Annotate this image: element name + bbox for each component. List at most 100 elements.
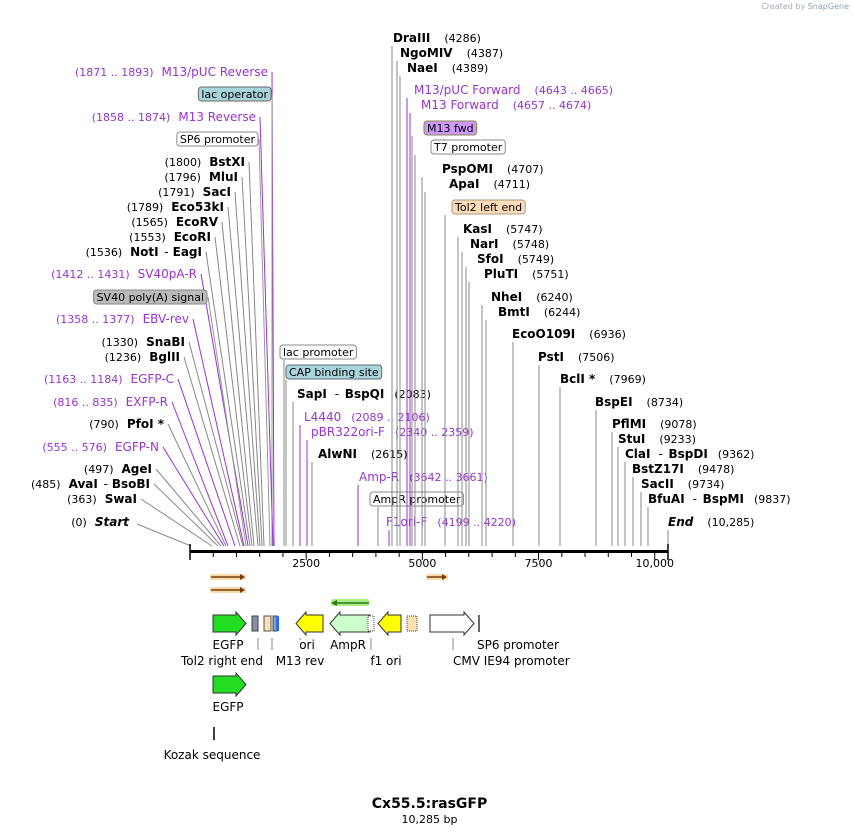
primer-leader-exfp-r — [171, 401, 229, 547]
enzyme-swai: SwaI — [105, 492, 137, 506]
feature-cap-binding-site: CAP binding site — [289, 366, 379, 379]
snapgene-credit: Created by SnapGene — [761, 2, 849, 11]
start-leader — [136, 523, 192, 547]
enzyme-bspdi: BspDI — [668, 447, 707, 461]
enzyme-leader-swai — [140, 498, 213, 547]
enzyme-position-swai: (363) — [67, 493, 97, 506]
enzyme-bstxi: BstXI — [209, 155, 245, 169]
enzyme-clai: ClaI — [625, 447, 650, 461]
feature-sv40-poly-a-signal-box — [93, 289, 208, 305]
feature-leader-sp6-promoter — [258, 138, 271, 547]
feature-sv40-poly-a-signal: SV40 poly(A) signal — [97, 291, 204, 304]
primer-leader-m13-reverse — [259, 116, 274, 547]
enzyme-bspei: BspEI — [595, 395, 633, 409]
enzyme-draiii: DraIII — [393, 31, 430, 45]
enzyme-bstz17i: BstZ17I — [632, 462, 684, 476]
enzyme-position-bspei: (8734) — [647, 396, 684, 409]
feature-leader-sv40-poly-a-signal — [207, 296, 247, 547]
enzyme-position-pflmi: (9078) — [660, 418, 697, 431]
enzyme-position-saci: (1791) — [158, 186, 195, 199]
m13-rev-block — [276, 616, 279, 631]
primer-egfp-c: EGFP-C — [131, 372, 174, 386]
feature-label-sp6-promoter: SP6 promoter — [477, 638, 559, 652]
end-position: (10,285) — [707, 516, 754, 529]
enzyme-position-ecoo109i: (6936) — [589, 328, 626, 341]
feature-ampr-promoter: AmpR promoter — [373, 493, 461, 506]
enzyme-avai: AvaI — [69, 477, 98, 491]
primer-leader-sv40pa-r — [200, 273, 249, 547]
enzyme-sapi: SapI — [297, 387, 327, 401]
plasmid-title: Cx55.5:rasGFP — [371, 796, 488, 812]
enzyme-position-naei: (4389) — [452, 62, 489, 75]
enzyme-ecoo109i: EcoO109I — [512, 327, 575, 341]
enzyme-bcli-: BclI * — [560, 372, 596, 386]
enzyme-position-kasi: (5747) — [506, 223, 543, 236]
feature-t7-promoter-box — [430, 139, 506, 155]
ruler-label: 7500 — [525, 557, 553, 570]
enzyme-position-bfuai: (9837) — [754, 493, 791, 506]
enzyme-position-bcli-: (7969) — [609, 373, 646, 386]
feature-label-cmv-ie94-promoter: CMV IE94 promoter — [453, 654, 570, 668]
enzyme-snabi: SnaBI — [146, 335, 185, 349]
primer-egfp-n: EGFP-N — [115, 440, 159, 454]
ori-arrow — [295, 610, 324, 637]
primer-amp-r: Amp-R — [359, 470, 399, 484]
primer-range-f1ori-f: (4199 .. 4220) — [437, 516, 516, 529]
enzyme-separator: - — [335, 387, 339, 401]
primer-leader-egfp-c — [177, 378, 236, 547]
enzyme-position-clai: (9362) — [718, 448, 755, 461]
egfp-arrow — [212, 610, 247, 637]
primer-range-egfp-n: (555 .. 576) — [42, 441, 107, 454]
enzyme-position-bstz17i: (9478) — [698, 463, 735, 476]
enzyme-position-nari: (5748) — [513, 238, 550, 251]
feature-m13-fwd-box — [423, 120, 478, 136]
primer-range-l4440: (2089 .. 2106) — [351, 411, 430, 424]
primer-m13-puc-reverse: M13/pUC Reverse — [162, 65, 269, 79]
ruler-label: 10,000 — [636, 557, 675, 570]
feature-t7-promoter: T7 promoter — [433, 141, 503, 154]
enzyme-position-bglii: (1236) — [105, 351, 142, 364]
primer-arrow-head — [240, 574, 245, 580]
enzyme-pluti: PluTI — [484, 267, 518, 281]
feature-cap-binding-site-box — [285, 364, 383, 380]
enzyme-kasi: KasI — [463, 222, 492, 236]
enzyme-position-bmti: (6244) — [544, 306, 581, 319]
enzyme-pflmi: PflMI — [612, 417, 646, 431]
feature-lac-promoter-box — [279, 344, 357, 360]
primer-ebv-rev: EBV-rev — [143, 312, 189, 326]
enzyme-sacii: SacII — [641, 477, 674, 491]
enzyme-naei: NaeI — [407, 61, 438, 75]
enzyme-saci: SacI — [203, 185, 231, 199]
enzyme-position-pluti: (5751) — [532, 268, 569, 281]
ruler-label: 5000 — [408, 557, 436, 570]
feature-label-tol2-right-end: Tol2 right end — [180, 654, 263, 668]
enzyme-ecori: EcoRI — [174, 230, 211, 244]
primer-range-amp-r: (3642 .. 3661) — [409, 471, 488, 484]
primer-arrow-head — [442, 574, 447, 580]
enzyme-alwni: AlwNI — [318, 447, 357, 461]
enzyme-bspmi: BspMI — [703, 492, 744, 506]
feature-label-ori: ori — [299, 638, 315, 652]
enzyme-stui: StuI — [618, 432, 645, 446]
enzyme-noti: NotI — [130, 245, 159, 259]
start-label: Start — [95, 515, 130, 529]
feature-label-ampr: AmpR — [330, 638, 366, 652]
feature-m13-fwd: M13 fwd — [427, 122, 474, 135]
enzyme-position-mlui: (1796) — [164, 171, 201, 184]
enzyme-agei: AgeI — [122, 462, 152, 476]
primer-leader-egfp-n — [162, 446, 225, 547]
plasmid-length: 10,285 bp — [401, 813, 458, 826]
ruler-label: 2500 — [292, 557, 320, 570]
primer-range-ebv-rev: (1358 .. 1377) — [56, 313, 135, 326]
start-position: (0) — [71, 516, 87, 529]
enzyme-leader-agei — [155, 468, 222, 547]
primer-range-m13-reverse: (1858 .. 1874) — [92, 111, 171, 124]
enzyme-position-snabi: (1330) — [102, 336, 139, 349]
enzyme-position-bstxi: (1800) — [165, 156, 202, 169]
cmv-promoter-arrow — [429, 610, 475, 637]
enzyme-position-pfoi-: (790) — [89, 418, 119, 431]
enzyme-bsobi: BsoBI — [112, 477, 150, 491]
enzyme-apai: ApaI — [449, 177, 479, 191]
enzyme-leader-mlui — [241, 176, 263, 547]
